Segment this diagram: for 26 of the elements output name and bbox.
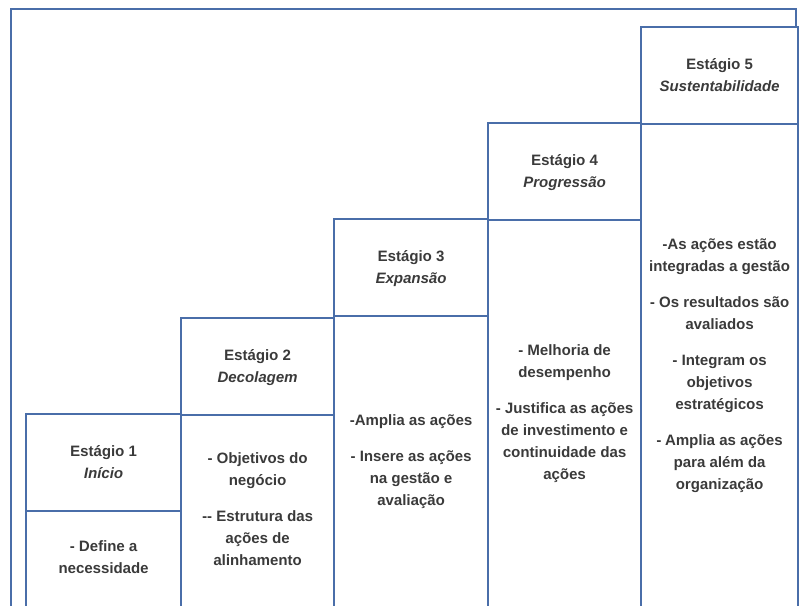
stage-name: Sustentabilidade xyxy=(659,76,780,96)
stage-number: Estágio 3 xyxy=(378,246,444,266)
stage-name: Progressão xyxy=(523,172,606,192)
stage-header xyxy=(487,122,642,221)
stage-name: Decolagem xyxy=(217,368,298,388)
stage-number: Estágio 2 xyxy=(224,346,291,366)
stage-description: - Objetivos do negócio xyxy=(206,449,308,491)
stage-description: - Integram os objetivos estratégicos xyxy=(671,350,768,414)
stage-description: - Amplia as ações para além da organização xyxy=(655,430,784,494)
stage-description: - Melhoria de desempenho xyxy=(517,340,612,382)
stage-number: Estágio 4 xyxy=(531,150,598,170)
stage-name: Expansão xyxy=(376,268,446,288)
stage-description: -Amplia as ações xyxy=(350,410,472,430)
stage-description: - Os resultados são avaliados xyxy=(648,292,790,334)
stage-header xyxy=(640,26,799,125)
stage-name: Início xyxy=(84,464,124,484)
stage-description: - Justifica as ações de investimento e continuidade das ações xyxy=(495,398,634,484)
stage-header xyxy=(25,413,182,512)
stage-description: - Insere as ações na gestão e avaliação xyxy=(350,446,472,510)
stage-description: -As ações estão integradas a gestão xyxy=(648,234,791,276)
stage-number: Estágio 5 xyxy=(686,54,753,74)
stage-number: Estágio 1 xyxy=(70,442,137,462)
stage-header xyxy=(333,218,489,317)
stage-header xyxy=(180,317,335,416)
stage-description: -- Estrutura das ações de alinhamento xyxy=(201,507,314,571)
stage-description: - Define a necessidade xyxy=(57,537,150,579)
